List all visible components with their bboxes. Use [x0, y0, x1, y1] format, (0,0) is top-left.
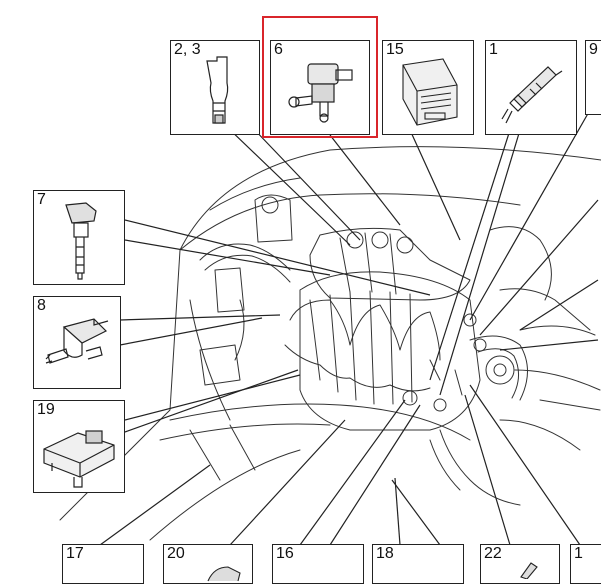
callout-16: 16	[272, 544, 364, 584]
callout-label: 19	[37, 401, 55, 418]
control-module-icon	[402, 58, 458, 126]
callout-18: 18	[372, 544, 464, 584]
callout-17: 17	[62, 544, 144, 584]
callout-label: 1	[489, 41, 498, 58]
ignition-coil-icon	[65, 202, 97, 280]
callout-20: 20	[163, 544, 253, 584]
callout-1-top: 1	[485, 40, 577, 135]
map-sensor-icon	[43, 430, 115, 488]
highlight-frame	[262, 16, 378, 138]
callout-label: 6	[274, 41, 283, 58]
callout-label: 8	[37, 297, 46, 314]
callout-7: 7	[33, 190, 125, 285]
callout-9: 9	[585, 40, 601, 115]
fuel-injector-icon	[501, 66, 563, 124]
callout-label: 16	[276, 545, 294, 562]
callout-label: 7	[37, 191, 46, 208]
callout-label: 20	[167, 545, 185, 562]
callout-label: 17	[66, 545, 84, 562]
callout-label: 9	[589, 41, 598, 58]
callout-label: 18	[376, 545, 394, 562]
callout-label: 2, 3	[174, 41, 201, 58]
sensor-icon	[206, 56, 229, 124]
solenoid-valve-icon	[288, 63, 353, 123]
callout-19: 19	[33, 400, 125, 493]
callout-label: 1	[574, 545, 583, 562]
callout-8: 8	[33, 296, 121, 389]
callout-label: 22	[484, 545, 502, 562]
callout-label: 15	[386, 41, 404, 58]
purge-valve-icon	[45, 318, 109, 364]
callout-2-3: 2, 3	[170, 40, 260, 135]
component-icon	[207, 566, 241, 582]
callout-6: 6	[270, 40, 370, 135]
callout-1-bottom: 1	[570, 544, 601, 584]
callout-22: 22	[480, 544, 560, 584]
callout-15: 15	[382, 40, 474, 135]
